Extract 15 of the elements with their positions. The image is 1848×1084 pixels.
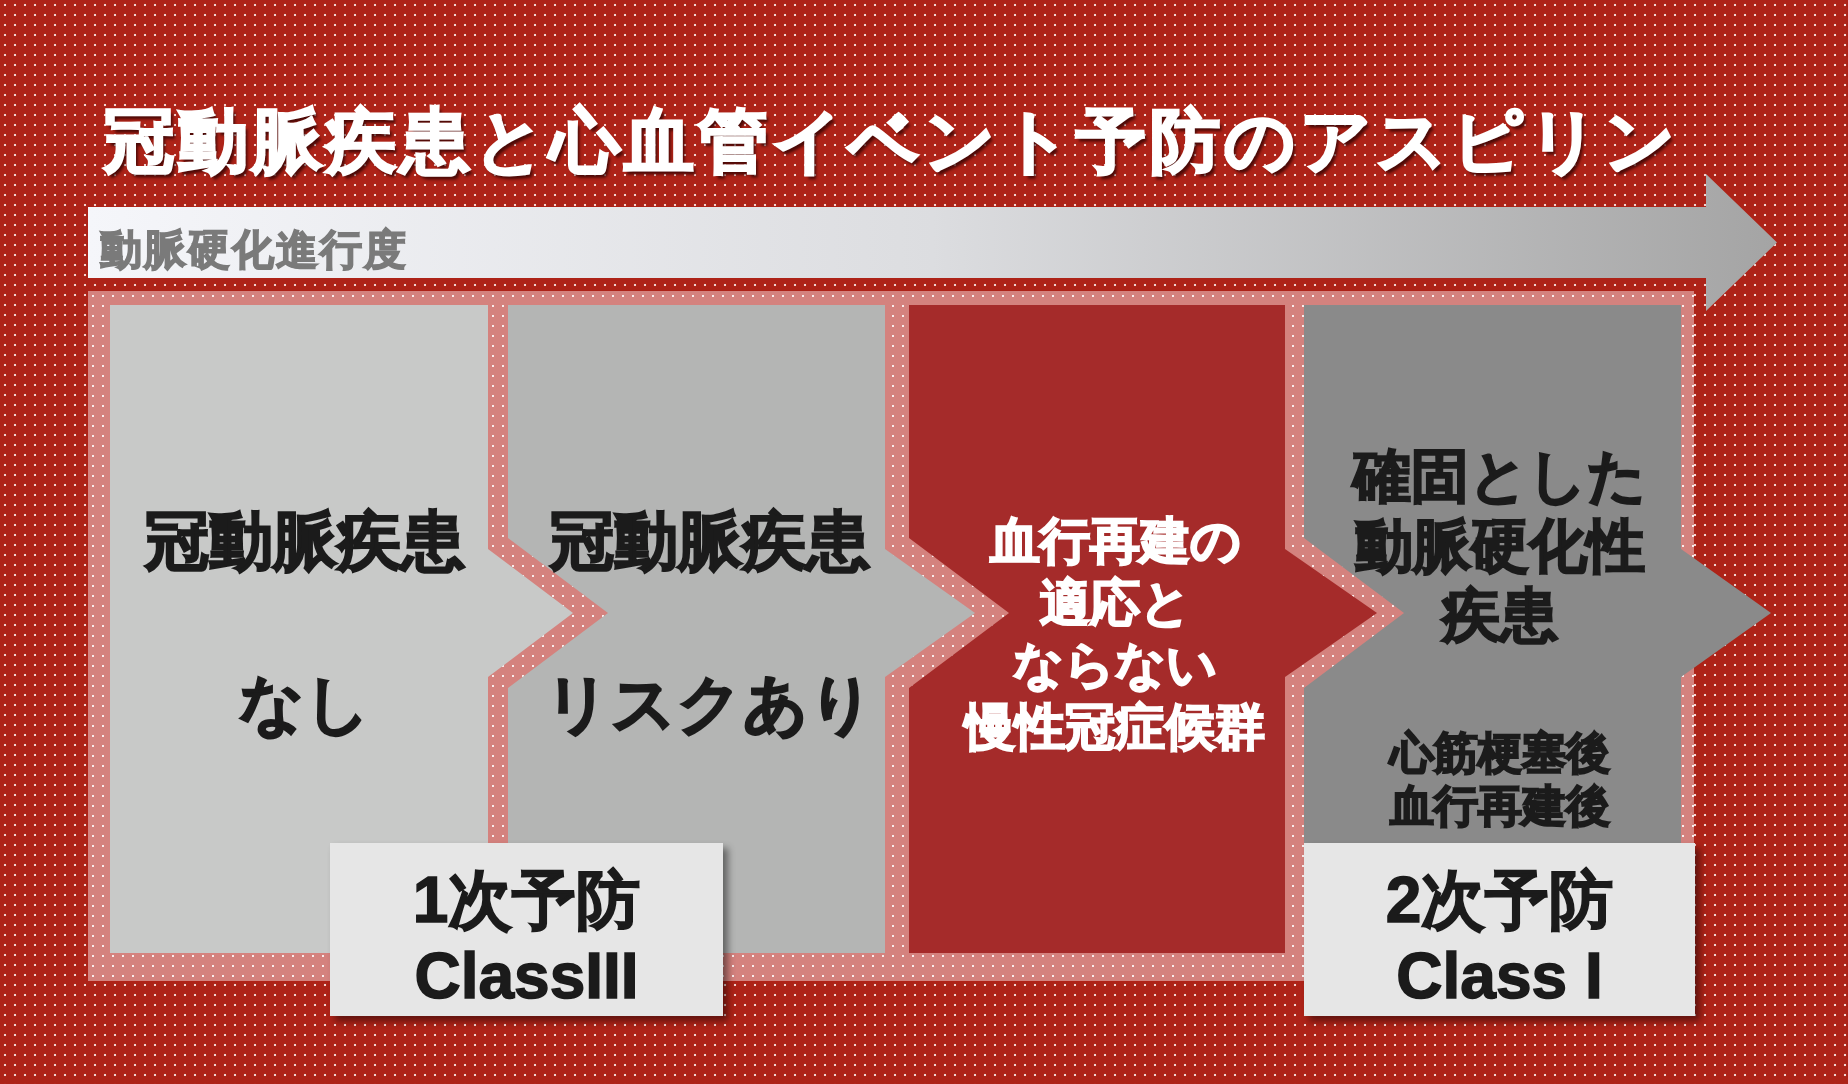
stage-heading: 冠動脈疾患 — [145, 504, 465, 579]
diagram-title: 冠動脈疾患と心血管イベント予防のアスピリン — [104, 101, 1680, 182]
prevention-tag — [1304, 843, 1695, 1016]
arrow-label: 動脈硬化進行度 — [100, 225, 408, 275]
stage-note: 心筋梗塞後血行再建後 — [1387, 726, 1611, 832]
recommendation-class: ClassIII — [414, 938, 639, 1014]
stage-note: なし — [239, 666, 371, 742]
prevention-type: 1次予防 — [412, 863, 641, 938]
prevention-type: 2次予防 — [1385, 863, 1614, 938]
stage-heading: 冠動脈疾患 — [549, 504, 870, 579]
stage-heading: 血行再建の適応とならない慢性冠症候群 — [965, 512, 1265, 757]
stage-note: リスクあり — [544, 666, 875, 742]
prevention-tag — [330, 843, 723, 1016]
stage-heading: 確固とした動脈硬化性疾患 — [1350, 442, 1647, 650]
recommendation-class: Class I — [1396, 938, 1603, 1014]
